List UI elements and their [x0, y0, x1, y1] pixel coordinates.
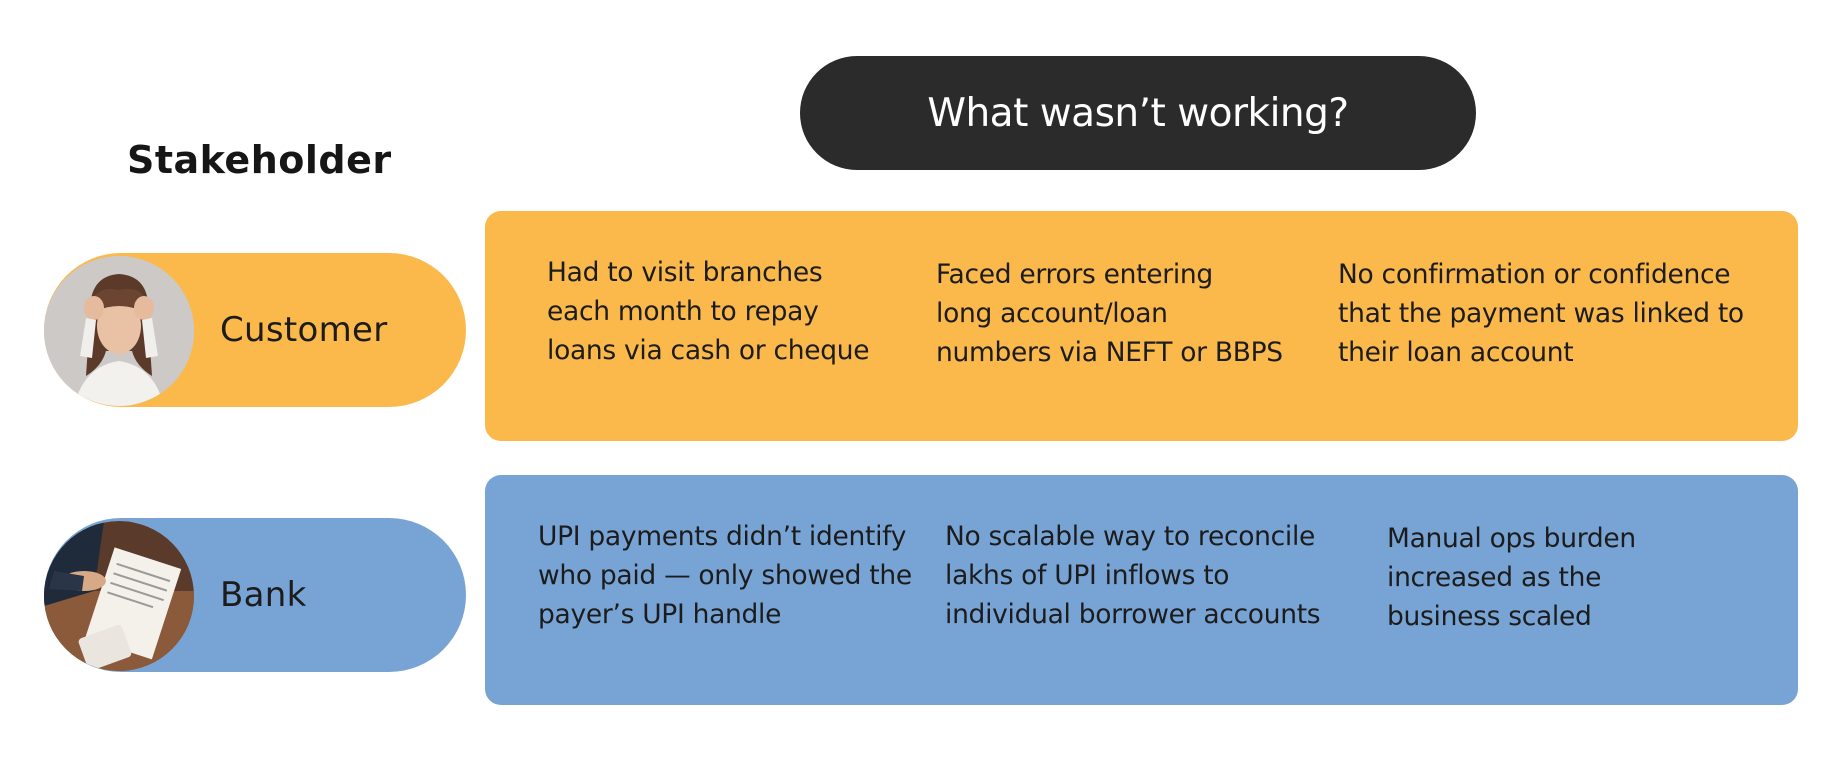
issue-line: increased as the [1387, 562, 1602, 593]
issue-line: No scalable way to reconcile [945, 521, 1316, 552]
issue-line: Had to visit branches [547, 257, 823, 288]
issue-cell: Faced errors entering long account/loan … [936, 255, 1283, 372]
issue-line: Faced errors entering [936, 259, 1213, 290]
issue-line: that the payment was linked to [1338, 298, 1744, 329]
issue-cell: No scalable way to reconcile lakhs of UP… [945, 517, 1321, 634]
customer-avatar [44, 256, 194, 406]
issue-line: payer’s UPI handle [538, 599, 782, 630]
stakeholder-pill-bank: Bank [44, 518, 466, 672]
issue-line: loans via cash or cheque [547, 335, 870, 366]
issue-line: who paid — only showed the [538, 560, 912, 591]
stakeholder-pill-customer: Customer [44, 253, 466, 407]
issue-cell: Had to visit branches each month to repa… [547, 253, 870, 370]
bank-avatar [44, 521, 194, 671]
stakeholder-name: Customer [220, 310, 388, 350]
issue-line: individual borrower accounts [945, 599, 1321, 630]
issue-line: lakhs of UPI inflows to [945, 560, 1230, 591]
issue-cell: Manual ops burden increased as the busin… [1387, 519, 1636, 636]
customer-issues-panel: Had to visit branches each month to repa… [485, 211, 1798, 441]
issue-cell: UPI payments didn’t identify who paid — … [538, 517, 912, 634]
issue-line: their loan account [1338, 337, 1574, 368]
stressed-woman-icon [44, 256, 194, 406]
issue-line: long account/loan [936, 298, 1168, 329]
stakeholder-column-label: Stakeholder [127, 138, 392, 182]
issue-line: UPI payments didn’t identify [538, 521, 907, 552]
issue-line: each month to repay [547, 296, 819, 327]
issue-line: No confirmation or confidence [1338, 259, 1731, 290]
stakeholder-name: Bank [220, 575, 307, 615]
section-title: What wasn’t working? [800, 56, 1476, 170]
banker-paperwork-icon [44, 521, 194, 671]
issue-cell: No confirmation or confidence that the p… [1338, 255, 1744, 372]
issue-line: numbers via NEFT or BBPS [936, 337, 1283, 368]
bank-issues-panel: UPI payments didn’t identify who paid — … [485, 475, 1798, 705]
issue-line: Manual ops burden [1387, 523, 1636, 554]
issue-line: business scaled [1387, 601, 1592, 632]
